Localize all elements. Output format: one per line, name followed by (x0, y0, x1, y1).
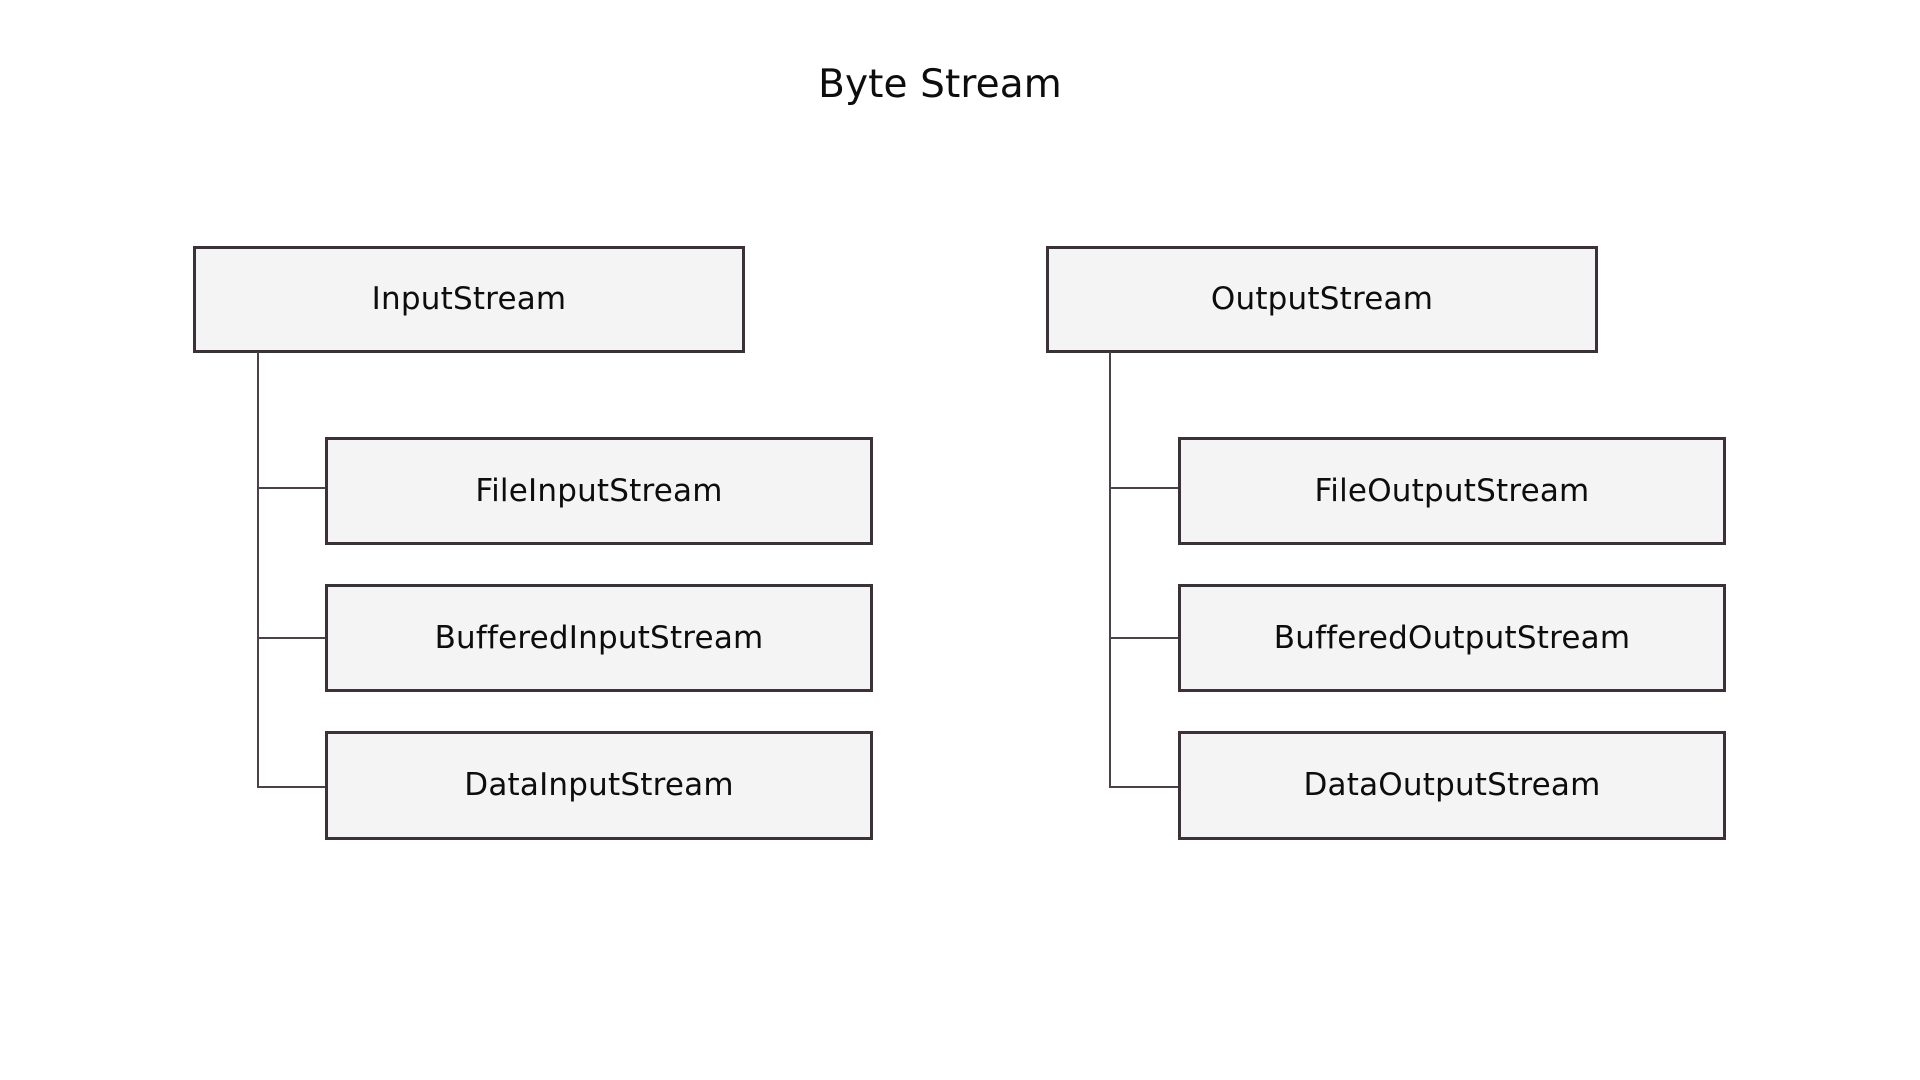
connector-branch-buffered-output-stream (1109, 637, 1180, 639)
node-file-input-stream[interactable]: FileInputStream (325, 437, 873, 545)
diagram-title: Byte Stream (0, 62, 1920, 107)
node-data-input-stream[interactable]: DataInputStream (325, 731, 873, 840)
node-buffered-output-stream-label: BufferedOutputStream (1273, 619, 1631, 656)
node-data-output-stream[interactable]: DataOutputStream (1178, 731, 1726, 840)
node-buffered-input-stream-label: BufferedInputStream (434, 619, 764, 656)
node-output-stream[interactable]: OutputStream (1046, 246, 1598, 353)
connector-trunk-output-stream (1109, 352, 1111, 788)
node-input-stream-label: InputStream (371, 281, 567, 317)
node-file-input-stream-label: FileInputStream (475, 472, 723, 509)
connector-branch-data-input-stream (257, 786, 327, 788)
node-buffered-input-stream[interactable]: BufferedInputStream (325, 584, 873, 692)
node-data-input-stream-label: DataInputStream (464, 767, 734, 803)
node-buffered-output-stream[interactable]: BufferedOutputStream (1178, 584, 1726, 692)
diagram-title-text: Byte Stream (818, 62, 1062, 107)
connector-branch-file-input-stream (257, 487, 327, 489)
node-output-stream-label: OutputStream (1210, 281, 1434, 317)
connector-trunk-input-stream (257, 352, 259, 788)
node-file-output-stream-label: FileOutputStream (1314, 472, 1590, 509)
node-file-output-stream[interactable]: FileOutputStream (1178, 437, 1726, 545)
connector-branch-buffered-input-stream (257, 637, 327, 639)
node-data-output-stream-label: DataOutputStream (1303, 767, 1601, 803)
node-input-stream[interactable]: InputStream (193, 246, 745, 353)
connector-branch-data-output-stream (1109, 786, 1180, 788)
connector-branch-file-output-stream (1109, 487, 1180, 489)
